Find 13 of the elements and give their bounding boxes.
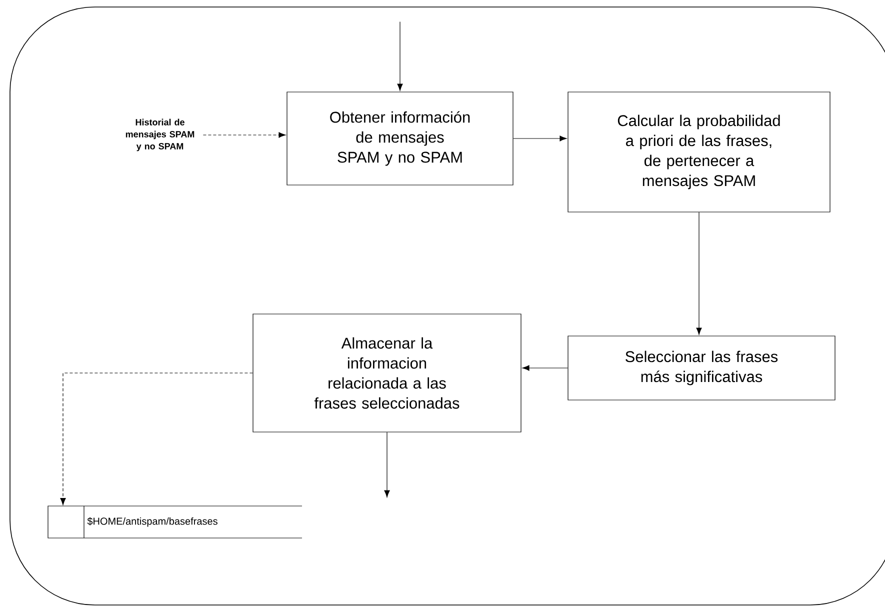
process-box: Calcular la probabilidad a priori de las frases, de pertenecer a mensajes SPAM <box>568 92 830 212</box>
arrow <box>60 372 253 506</box>
arrow <box>696 212 702 335</box>
arrow <box>384 432 390 498</box>
process-box: Almacenar la informacion relacionada a las frases seleccionadas <box>252 314 522 432</box>
process-box: Seleccionar las frases más significativas <box>568 336 836 400</box>
process-box: Obtener información de mensajes SPAM y no SPAM <box>286 92 514 186</box>
data-store: $HOME/antispam/basefrases <box>48 506 302 538</box>
arrow <box>397 21 403 91</box>
arrow <box>202 132 286 138</box>
source-label: Historial de mensajes SPAM y no SPAM <box>126 118 194 152</box>
arrow <box>522 365 568 371</box>
arrow <box>513 136 567 142</box>
